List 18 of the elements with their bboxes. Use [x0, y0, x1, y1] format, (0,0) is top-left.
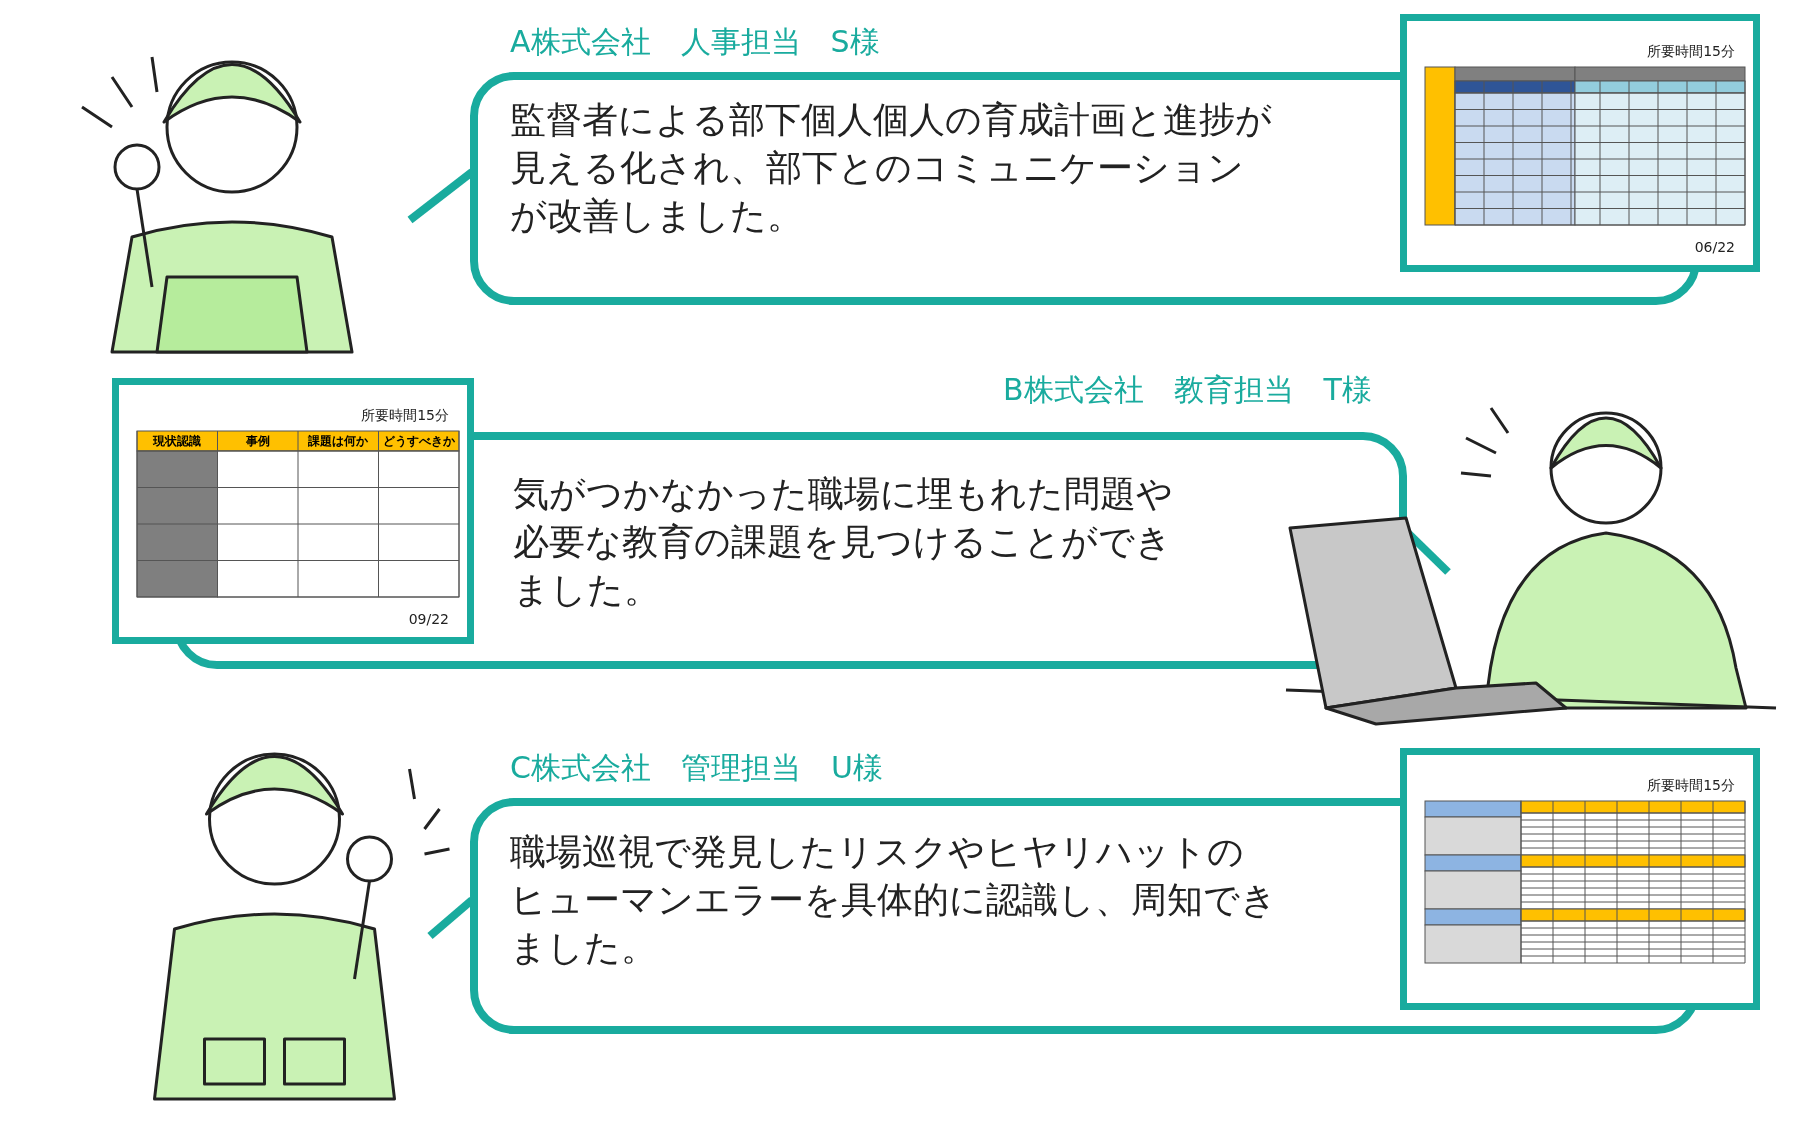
worksheet-thumbnail: [1400, 748, 1760, 1010]
speaker-name: A株式会社 人事担当 S様: [510, 23, 880, 61]
duration-text: 所要時間15分: [1647, 43, 1735, 61]
testimonial-text: 気がつかなかった職場に埋もれた問題や必要な教育の課題を見つけることができました。: [513, 472, 1174, 612]
duration-text: 所要時間15分: [1647, 777, 1735, 795]
duration-text: 所要時間15分: [361, 407, 449, 425]
column-header: 課題は何か: [307, 433, 370, 450]
worksheet-thumbnail: [112, 378, 474, 644]
worksheet-thumbnail: [1400, 14, 1760, 272]
speaker-name: C株式会社 管理担当 U様: [510, 749, 883, 787]
page-number: 06/22: [1694, 239, 1735, 255]
page-number: 09/22: [408, 611, 449, 627]
column-header: 現状認識: [151, 433, 203, 450]
column-header: どうすべきか: [381, 433, 456, 450]
column-header: 事例: [244, 433, 271, 450]
testimonial-text: 職場巡視で発見したリスクやヒヤリハットのヒューマンエラーを具体的に認識し、周知できました。: [510, 830, 1278, 970]
speaker-name: B株式会社 教育担当 T様: [1003, 371, 1372, 409]
testimonial-text: 監督者による部下個人個人の育成計画と進捗が見える化され、部下とのコミュニケーションが改善しました。: [510, 98, 1273, 238]
